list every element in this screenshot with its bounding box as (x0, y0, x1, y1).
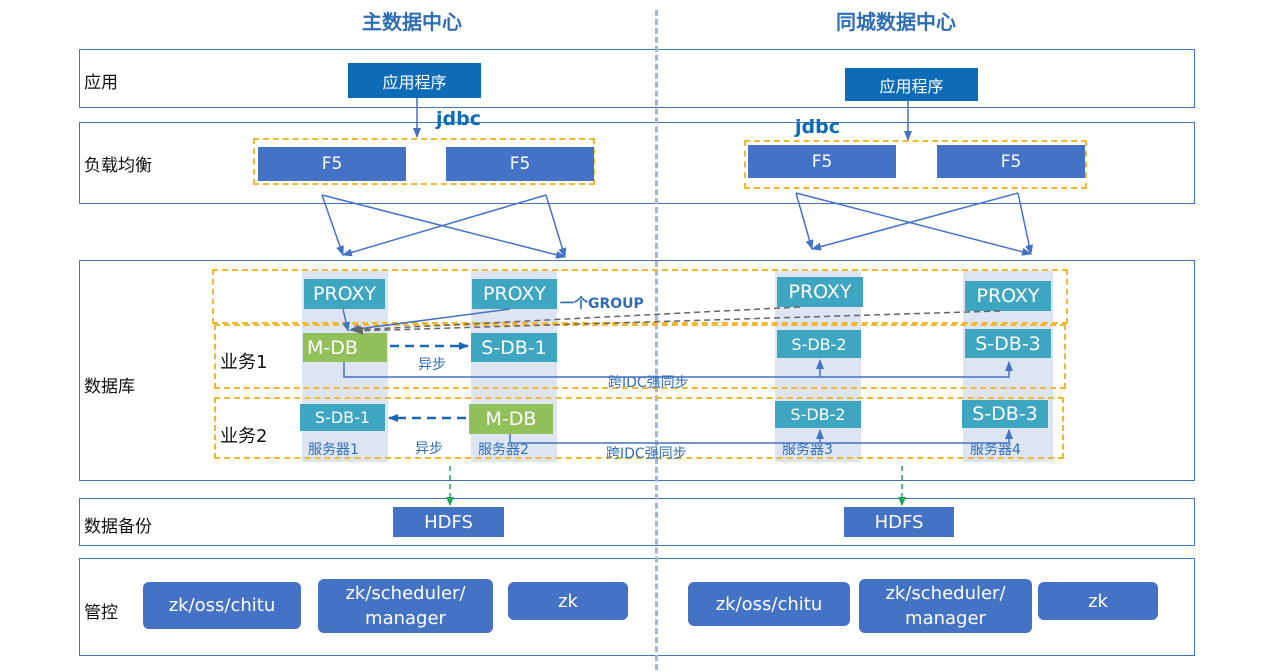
biz1-sync-label: 跨IDC强同步 (608, 375, 689, 391)
arrow-f5c-to-proxy4 (795, 192, 1032, 256)
server-label-1: 服务器1 (308, 442, 359, 458)
f5-group-right (744, 140, 1087, 189)
arrow-proxy2-to-mdb (349, 308, 511, 333)
f5-block-4: F5 (937, 145, 1085, 178)
layer-backup (79, 498, 1195, 546)
group-label: 一个GROUP (560, 296, 644, 312)
mgmt-right-3: zk (1038, 582, 1158, 620)
biz2-group-box (214, 397, 1064, 459)
biz2-slave-db-2: S-DB-2 (775, 401, 861, 428)
proxy-block-4: PROXY (965, 281, 1051, 311)
arrow-proxy1-to-mdb (342, 308, 350, 332)
server-label-2: 服务器2 (478, 442, 529, 458)
f5-block-2: F5 (446, 147, 594, 181)
arrow-f5d-to-proxy4 (1017, 192, 1034, 255)
app-block-left: 应用程序 (348, 63, 481, 98)
layer-lb-label: 负载均衡 (84, 156, 152, 176)
arrow-f5a-to-proxy1 (321, 194, 344, 256)
biz1-master-db: M-DB (303, 333, 387, 362)
layer-app (79, 49, 1195, 108)
biz2-label: 业务2 (220, 426, 268, 447)
biz1-slave-db-1: S-DB-1 (471, 333, 557, 362)
jdbc-label-right: jdbc (795, 116, 840, 138)
dc-divider (655, 10, 658, 670)
biz1-label: 业务1 (220, 352, 268, 373)
arrow-proxy4-to-mdb (353, 310, 1001, 335)
f5-group-left (253, 138, 595, 185)
layer-app-label: 应用 (84, 73, 118, 93)
mgmt-right-2: zk/scheduler/ manager (859, 579, 1032, 633)
biz2-slave-db-1: S-DB-1 (300, 404, 385, 431)
arrow-f5d-to-proxy3 (811, 192, 1019, 251)
city-dc-title: 同城数据中心 (836, 10, 956, 34)
jdbc-label-left: jdbc (436, 108, 481, 130)
arrow-f5b-to-proxy2 (545, 194, 567, 258)
f5-block-3: F5 (748, 145, 896, 178)
biz1-slave-db-3: S-DB-3 (965, 329, 1051, 358)
layer-backup-label: 数据备份 (84, 517, 152, 537)
layer-db-label: 数据库 (84, 377, 135, 397)
arrow-proxy3-to-mdb (351, 306, 801, 334)
server-label-4: 服务器4 (970, 442, 1021, 458)
mgmt-left-2: zk/scheduler/ manager (318, 579, 493, 633)
proxy-group-box (212, 269, 1068, 324)
biz2-async-label: 异步 (415, 441, 443, 457)
proxy-block-2: PROXY (472, 279, 557, 309)
app-block-right: 应用程序 (845, 68, 978, 101)
biz1-async-label: 异步 (418, 357, 446, 373)
mgmt-right-1: zk/oss/chitu (688, 582, 850, 626)
server-label-3: 服务器3 (782, 442, 833, 458)
hdfs-right: HDFS (844, 507, 954, 537)
biz2-master-db: M-DB (469, 404, 553, 434)
arrow-f5b-to-proxy1 (342, 194, 547, 257)
proxy-block-3: PROXY (777, 277, 863, 307)
mgmt-left-3: zk (508, 582, 628, 620)
biz2-sync-label: 跨IDC强同步 (606, 446, 687, 462)
biz2-slave-db-3: S-DB-3 (962, 400, 1048, 428)
biz1-slave-db-2: S-DB-2 (777, 330, 861, 358)
arrow-f5c-to-proxy3 (795, 192, 814, 250)
biz1-group-box (214, 324, 1066, 389)
arrow-biz2-sync (509, 429, 1013, 444)
main-dc-title: 主数据中心 (362, 10, 462, 34)
arrow-biz1-sync (343, 361, 1013, 378)
proxy-block-1: PROXY (304, 279, 385, 309)
hdfs-left: HDFS (393, 507, 504, 537)
layer-mgmt-label: 管控 (84, 603, 118, 623)
mgmt-left-1: zk/oss/chitu (143, 582, 301, 629)
f5-block-1: F5 (258, 147, 406, 181)
